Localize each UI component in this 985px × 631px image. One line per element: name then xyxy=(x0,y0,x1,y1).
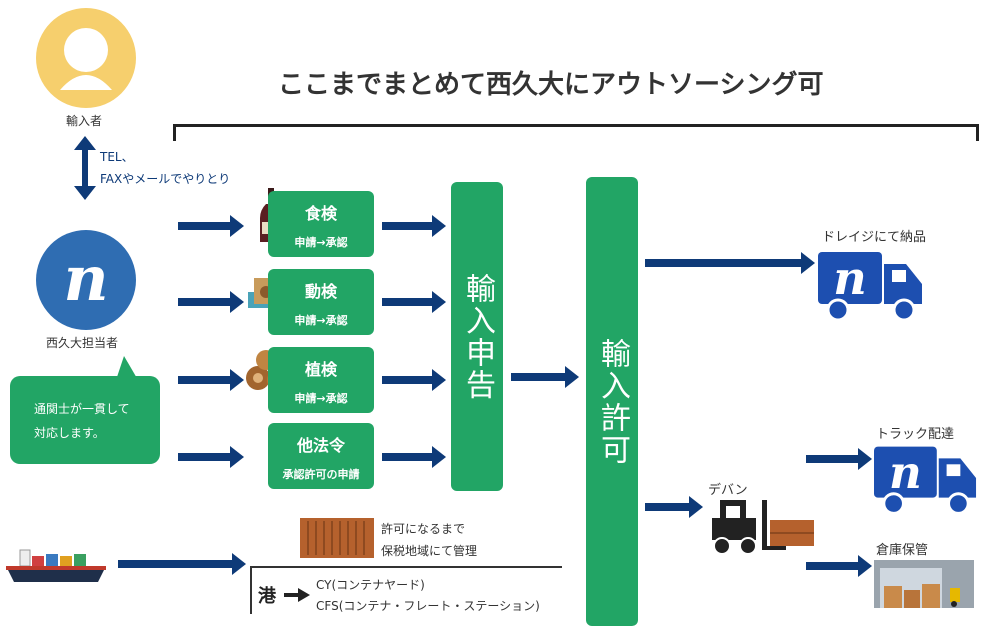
svg-text:n: n xyxy=(63,242,108,315)
container-ship-icon xyxy=(6,549,106,582)
food-check-box: 食検 申請→承認 xyxy=(268,191,374,257)
bubble-tail xyxy=(116,356,138,380)
food-check-sub: 申請→承認 xyxy=(294,236,348,249)
company-logo-icon: n xyxy=(36,230,136,330)
arrow-to-drayage xyxy=(645,252,815,274)
arrow-to-plant xyxy=(178,369,244,391)
plant-check-title: 植検 xyxy=(304,360,337,379)
headline: ここまでまとめて西久大にアウトソーシング可 xyxy=(278,70,824,100)
contact-note-2: FAXやメールでやりとり xyxy=(100,172,231,186)
other-law-sub: 承認許可の申請 xyxy=(282,468,360,481)
plant-check-sub: 申請→承認 xyxy=(294,392,348,405)
port-arrow-icon xyxy=(284,588,310,602)
svg-text:n: n xyxy=(833,251,866,305)
importer-label: 輸入者 xyxy=(66,114,103,128)
arrow-to-warehouse xyxy=(806,555,872,577)
animal-check-title: 動検 xyxy=(304,282,337,301)
cfs-label: CFS(コンテナ・フレート・ステーション) xyxy=(316,599,540,613)
arrow-ship-to-port xyxy=(118,553,246,575)
truck-delivery-label: トラック配達 xyxy=(876,427,955,442)
animal-check-sub: 申請→承認 xyxy=(294,314,348,327)
import-declaration-box: 輸入申告 xyxy=(451,182,503,491)
bonded-note-2: 保税地域にて管理 xyxy=(381,544,478,558)
port-label: 港 xyxy=(258,586,276,607)
truck-icon-drayage: n xyxy=(818,251,922,322)
import-declaration-label: 輸入申告 xyxy=(460,272,495,401)
warehouse-label: 倉庫保管 xyxy=(876,543,929,558)
arrow-food-to-declaration xyxy=(382,215,446,237)
arrow-to-animal xyxy=(178,291,244,313)
arrow-to-devanning xyxy=(645,496,703,518)
other-law-box: 他法令 承認許可の申請 xyxy=(268,423,374,489)
cy-label: CY(コンテナヤード) xyxy=(316,578,425,592)
arrow-to-truck-delivery xyxy=(806,448,872,470)
warehouse-icon xyxy=(874,560,974,608)
container-icon xyxy=(300,518,374,558)
importer-avatar-icon xyxy=(36,8,136,108)
contact-note-1: TEL、 xyxy=(100,150,134,164)
food-check-title: 食検 xyxy=(304,204,337,223)
plant-check-box: 植検 申請→承認 xyxy=(268,347,374,413)
two-way-arrow-icon xyxy=(74,136,96,200)
drayage-label: ドレイジにて納品 xyxy=(822,230,927,245)
scope-bracket xyxy=(173,124,979,141)
svg-text:n: n xyxy=(889,446,922,499)
other-law-title: 他法令 xyxy=(296,436,345,455)
arrow-to-food xyxy=(178,215,244,237)
speech-bubble: 通関士が一貫して 対応します。 xyxy=(10,376,160,464)
bubble-text-2: 対応します。 xyxy=(34,426,105,440)
arrow-to-other xyxy=(178,446,244,468)
company-label: 西久大担当者 xyxy=(46,336,119,350)
bonded-note-1: 許可になるまで xyxy=(381,522,466,536)
arrow-plant-to-declaration xyxy=(382,369,446,391)
port-bracket xyxy=(250,566,562,614)
bubble-text-1: 通関士が一貫して xyxy=(34,402,130,416)
import-permit-box: 輸入許可 xyxy=(586,177,638,626)
truck-icon-delivery: n xyxy=(874,446,977,515)
forklift-icon xyxy=(712,500,814,555)
devanning-label: デバン xyxy=(708,483,748,498)
arrow-declaration-to-permit xyxy=(511,366,579,388)
animal-check-box: 動検 申請→承認 xyxy=(268,269,374,335)
import-permit-label: 輸入許可 xyxy=(595,337,630,466)
arrow-other-to-declaration xyxy=(382,446,446,468)
arrow-animal-to-declaration xyxy=(382,291,446,313)
